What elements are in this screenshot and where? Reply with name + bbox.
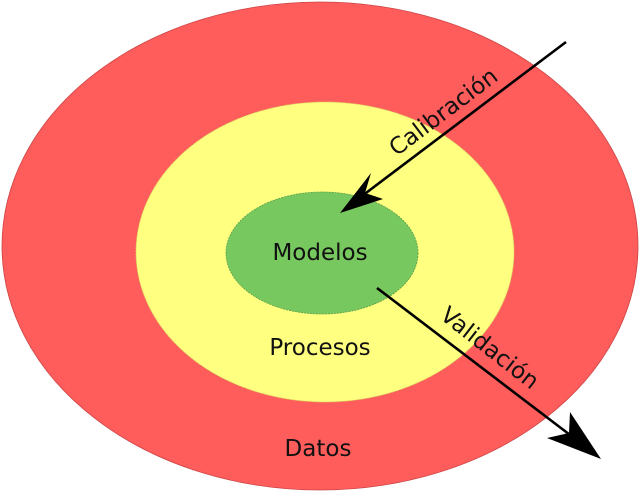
label-modelos: Modelos xyxy=(272,240,367,266)
arrowhead-validacion xyxy=(547,412,601,459)
ring-modelos xyxy=(225,191,419,315)
arrow-validacion xyxy=(376,286,601,459)
label-procesos: Procesos xyxy=(269,335,370,361)
label-datos: Datos xyxy=(285,436,352,462)
arrow-calibracion xyxy=(340,40,567,213)
arrowhead-calibracion xyxy=(340,173,383,213)
